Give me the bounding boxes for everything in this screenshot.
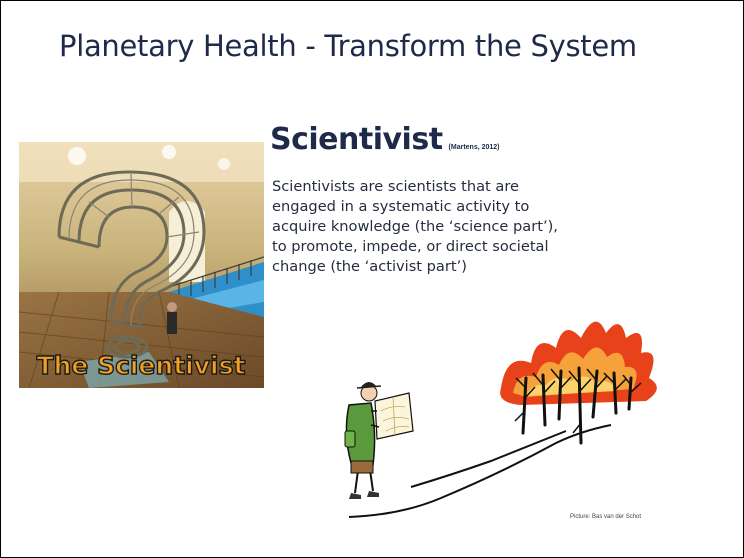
- citation: (Martens, 2012): [448, 144, 500, 151]
- slide-title: Planetary Health - Transform the System: [59, 29, 637, 63]
- hiker-cartoon: [331, 293, 691, 529]
- hiker-cartoon-image: [344, 321, 657, 518]
- heading-text: Scientivist: [270, 122, 443, 157]
- section-heading: Scientivist (Martens, 2012): [270, 122, 500, 157]
- scientivist-photo-image: The Scientivist: [18, 142, 265, 389]
- definition-text: Scientivists are scientists that are eng…: [272, 178, 558, 275]
- scientivist-photo: The Scientivist: [18, 142, 265, 389]
- picture-credit: Picture: Bas van der Schot: [570, 514, 642, 520]
- photo-caption: The Scientivist: [37, 351, 246, 380]
